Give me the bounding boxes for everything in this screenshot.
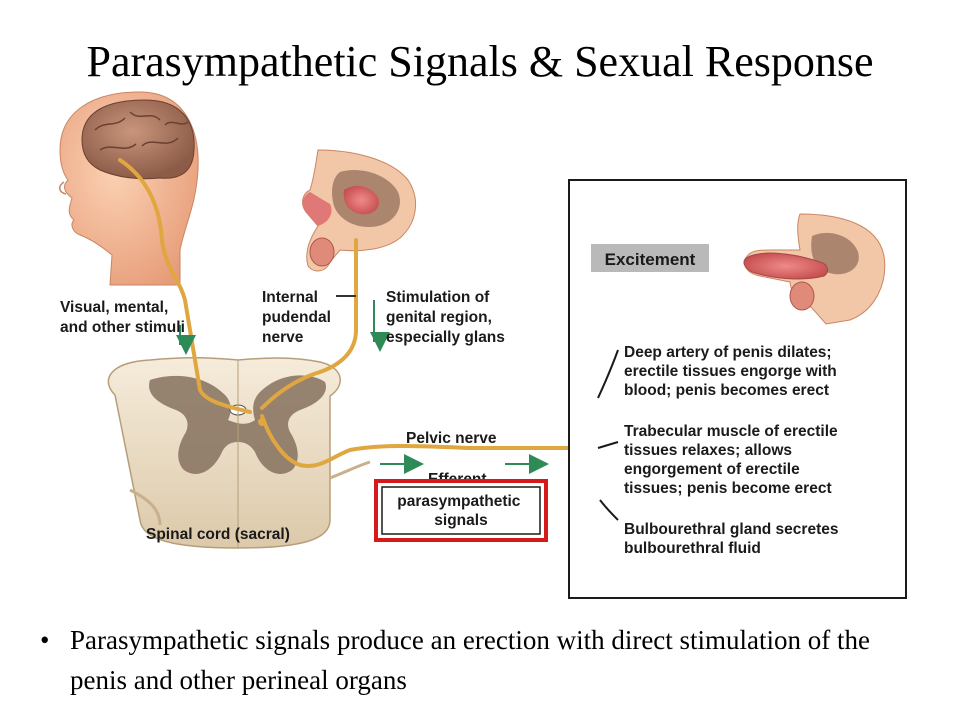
pelvis-illustration-erect bbox=[743, 213, 886, 325]
excitement-badge bbox=[591, 244, 709, 272]
pelvic-nerve-label: Pelvic nerve bbox=[406, 430, 497, 447]
head-illustration bbox=[59, 91, 199, 286]
pudendal-label: Internal pudendal nerve bbox=[262, 289, 335, 346]
green-arrows bbox=[176, 300, 549, 474]
effect-3: Bulbourethral gland secretes bulbourethr… bbox=[624, 521, 843, 557]
effect-1: Deep artery of penis dilates; erectile t… bbox=[624, 344, 841, 399]
bullet-text: Parasympathetic signals produce an erect… bbox=[70, 625, 871, 695]
bullet-point: • Parasympathetic signals produce an ere… bbox=[40, 620, 920, 700]
synapse-dot bbox=[258, 418, 266, 426]
stimulation-label: Stimulation of genital region, especiall… bbox=[386, 289, 505, 346]
signals-box-text: parasympathetic signals bbox=[397, 493, 525, 529]
effect-2: Trabecular muscle of erectile tissues re… bbox=[624, 423, 842, 497]
spinal-cord-illustration bbox=[107, 356, 371, 549]
parasympathetic-signals-box: parasympathetic signals bbox=[374, 479, 548, 542]
effects-panel: Excitement Deep artery of penis dilates;… bbox=[568, 179, 907, 599]
slide-title: Parasympathetic Signals & Sexual Respons… bbox=[86, 37, 874, 86]
stimuli-label: Visual, mental, and other stimuli bbox=[60, 299, 185, 336]
spinal-cord-label: Spinal cord (sacral) bbox=[146, 526, 290, 543]
effect-pointers bbox=[597, 349, 619, 521]
bullet-symbol: • bbox=[40, 625, 50, 655]
excitement-label: Excitement bbox=[605, 250, 696, 269]
pelvis-illustration-top bbox=[302, 149, 417, 272]
